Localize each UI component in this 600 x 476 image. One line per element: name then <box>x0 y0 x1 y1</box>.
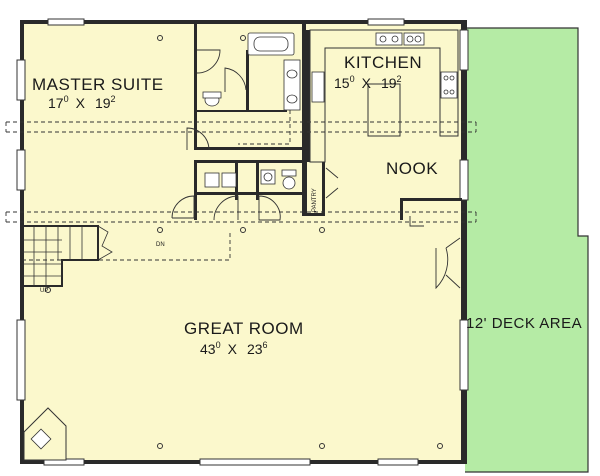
great-room-dim-b-sup: 6 <box>263 340 268 350</box>
bath-fixtures <box>196 32 301 111</box>
deck-label: 12' DECK AREA <box>466 315 582 332</box>
kitchen-label: KITCHEN <box>344 53 422 72</box>
master-suite-dim-a-sup: 0 <box>64 94 69 104</box>
stair-dn-label: DN <box>156 242 165 248</box>
deck-outline <box>465 27 589 473</box>
windows <box>16 18 469 466</box>
staircase <box>22 225 113 287</box>
master-suite-dim-b: 19 <box>95 95 111 111</box>
master-suite-dim-b-sup: 2 <box>111 94 116 104</box>
nook-label: NOOK <box>386 159 438 178</box>
great-room-label: GREAT ROOM <box>184 319 304 338</box>
kitchen-dim-a-sup: 0 <box>350 74 355 84</box>
fireplace <box>23 407 67 461</box>
master-suite-dim-sep: X <box>76 95 86 111</box>
deck-area <box>465 28 588 472</box>
great-room-dim-b: 23 <box>247 341 263 357</box>
master-suite-label: MASTER SUITE <box>32 75 164 94</box>
doors <box>171 127 461 290</box>
interior-walls <box>194 24 462 220</box>
stair-up-label: UP <box>40 288 48 294</box>
great-room-dim-a-sup: 0 <box>216 340 221 350</box>
kitchen-dim-sep: X <box>362 75 372 91</box>
great-room-dim-a: 43 <box>200 341 216 357</box>
kitchen-dim-b: 19 <box>381 75 397 91</box>
kitchen-counters <box>309 29 459 163</box>
great-room-dim-sep: X <box>228 341 238 357</box>
kitchen-dim-a: 15 <box>334 75 350 91</box>
kitchen-island <box>367 83 401 137</box>
kitchen-dim-b-sup: 2 <box>397 74 402 84</box>
beam-lines <box>5 110 477 261</box>
pantry-label: PANTRY <box>312 188 318 212</box>
master-suite-dim-a: 17 <box>48 95 64 111</box>
closet-fixtures <box>204 169 297 190</box>
column-markers <box>45 35 443 449</box>
